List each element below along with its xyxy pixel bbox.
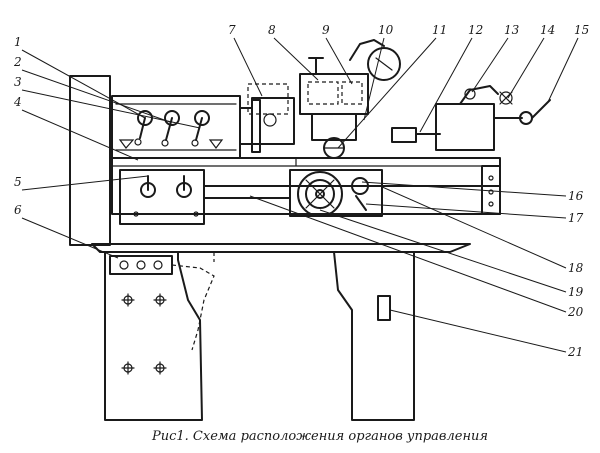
callout-9: 9 <box>322 23 330 37</box>
callout-16: 16 <box>568 189 584 203</box>
callout-20: 20 <box>567 305 584 319</box>
callout-11: 11 <box>432 23 447 37</box>
callout-15: 15 <box>574 23 589 37</box>
callout-13: 13 <box>504 23 520 37</box>
electrical-box <box>247 83 295 145</box>
callout-2: 2 <box>13 55 22 69</box>
callout-5: 5 <box>14 175 22 189</box>
pedestal-bolts <box>121 293 167 375</box>
switch-panel <box>109 255 173 275</box>
callout-1: 1 <box>14 35 22 49</box>
carriage-handwheel <box>289 169 383 217</box>
left-pedestal <box>104 251 203 421</box>
callout-10: 10 <box>378 23 394 37</box>
carriage-apron <box>299 57 369 159</box>
callout-21: 21 <box>567 345 583 359</box>
lathe-drawing <box>69 39 551 421</box>
callout-6: 6 <box>14 203 22 217</box>
callout-3: 3 <box>14 75 22 89</box>
callout-7: 7 <box>228 23 236 37</box>
figure-caption: Рис1. Схема расположения органов управле… <box>151 429 488 444</box>
headstock-levers <box>118 110 224 149</box>
callout-14: 14 <box>540 23 555 37</box>
callout-17: 17 <box>568 211 584 225</box>
tailstock <box>391 85 551 151</box>
chip-tray <box>91 243 471 253</box>
callout-4: 4 <box>13 95 22 109</box>
headstock <box>111 95 241 159</box>
callout-19: 19 <box>568 285 584 299</box>
right-pedestal <box>333 251 415 421</box>
callout-8: 8 <box>268 23 276 37</box>
callout-12: 12 <box>468 23 483 37</box>
cable <box>171 264 215 351</box>
callout-18: 18 <box>568 261 584 275</box>
callouts: 1 2 3 4 5 6 7 8 9 10 11 12 13 14 15 16 1… <box>13 23 589 359</box>
